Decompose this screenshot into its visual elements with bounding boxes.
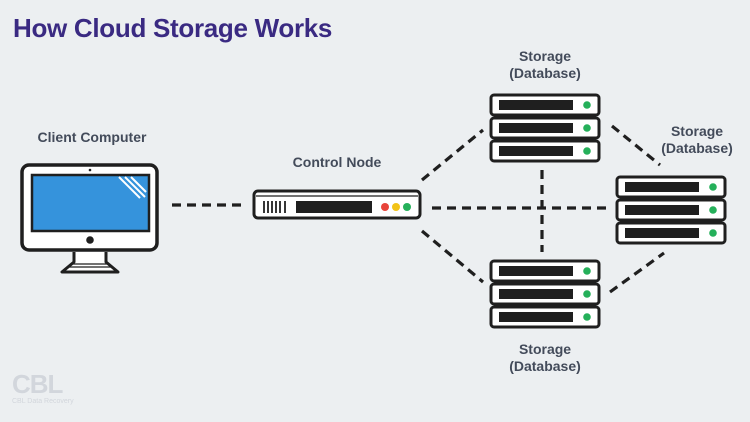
- storage-top-label: Storage (Database): [490, 48, 600, 82]
- control-node-display: [296, 201, 372, 213]
- led-red: [381, 203, 389, 211]
- storage-top-label-line2: (Database): [509, 65, 581, 81]
- drive-slot: [499, 100, 573, 110]
- status-led-green: [709, 183, 717, 191]
- drive-slot: [499, 289, 573, 299]
- status-led-green: [709, 229, 717, 237]
- monitor-screen: [30, 173, 151, 233]
- storage-top-label-line1: Storage: [518, 48, 572, 64]
- drive-slot: [625, 182, 699, 192]
- connector-control-storage-top: [420, 128, 485, 182]
- monitor-stand: [60, 252, 120, 274]
- storage-bottom-label: Storage (Database): [490, 341, 600, 375]
- storage-bottom-label-line1: Storage: [518, 341, 572, 357]
- drive-slot: [499, 146, 573, 156]
- storage-right-server-icon: [615, 175, 727, 245]
- storage-bottom-label-line2: (Database): [509, 358, 581, 374]
- drive-slot: [499, 123, 573, 133]
- server-unit: [489, 282, 601, 306]
- status-led-green: [583, 290, 591, 298]
- status-led-green: [583, 313, 591, 321]
- drive-slot: [625, 205, 699, 215]
- status-led-green: [583, 147, 591, 155]
- watermark-subtitle: CBL Data Recovery: [12, 398, 74, 405]
- power-button: [86, 236, 94, 244]
- server-unit: [489, 93, 601, 117]
- connector-storage-bottom-right: [609, 251, 665, 294]
- drive-slot: [499, 266, 573, 276]
- server-unit: [615, 198, 727, 222]
- page-title: How Cloud Storage Works: [13, 13, 333, 43]
- server-unit: [615, 221, 727, 245]
- client-computer-icon: [20, 163, 159, 274]
- watermark-logo: CBL: [12, 369, 63, 399]
- client-computer-label: Client Computer: [37, 129, 147, 145]
- status-led-green: [709, 206, 717, 214]
- screen-glare: [118, 176, 147, 199]
- server-unit: [489, 139, 601, 163]
- vent-lines: [263, 201, 286, 213]
- storage-right-label-line1: Storage: [670, 123, 724, 139]
- watermark: CBL CBL Data Recovery: [12, 371, 74, 406]
- server-unit: [615, 175, 727, 199]
- server-unit: [489, 305, 601, 329]
- control-node-icon: [252, 189, 422, 220]
- led-green: [403, 203, 411, 211]
- storage-right-label-line2: (Database): [661, 140, 733, 156]
- connector-storage-top-right: [610, 124, 662, 167]
- server-unit: [489, 259, 601, 283]
- led-yellow: [392, 203, 400, 211]
- status-led-green: [583, 124, 591, 132]
- storage-top-server-icon: [489, 93, 601, 163]
- control-node-label: Control Node: [292, 154, 382, 170]
- storage-right-label: Storage (Database): [642, 123, 750, 157]
- connector-control-storage-bottom: [420, 229, 485, 284]
- webcam-dot: [88, 168, 92, 172]
- drive-slot: [499, 312, 573, 322]
- drive-slot: [625, 228, 699, 238]
- status-led-green: [583, 101, 591, 109]
- storage-bottom-server-icon: [489, 259, 601, 329]
- status-led-green: [583, 267, 591, 275]
- connectors: [172, 124, 665, 294]
- server-unit: [489, 116, 601, 140]
